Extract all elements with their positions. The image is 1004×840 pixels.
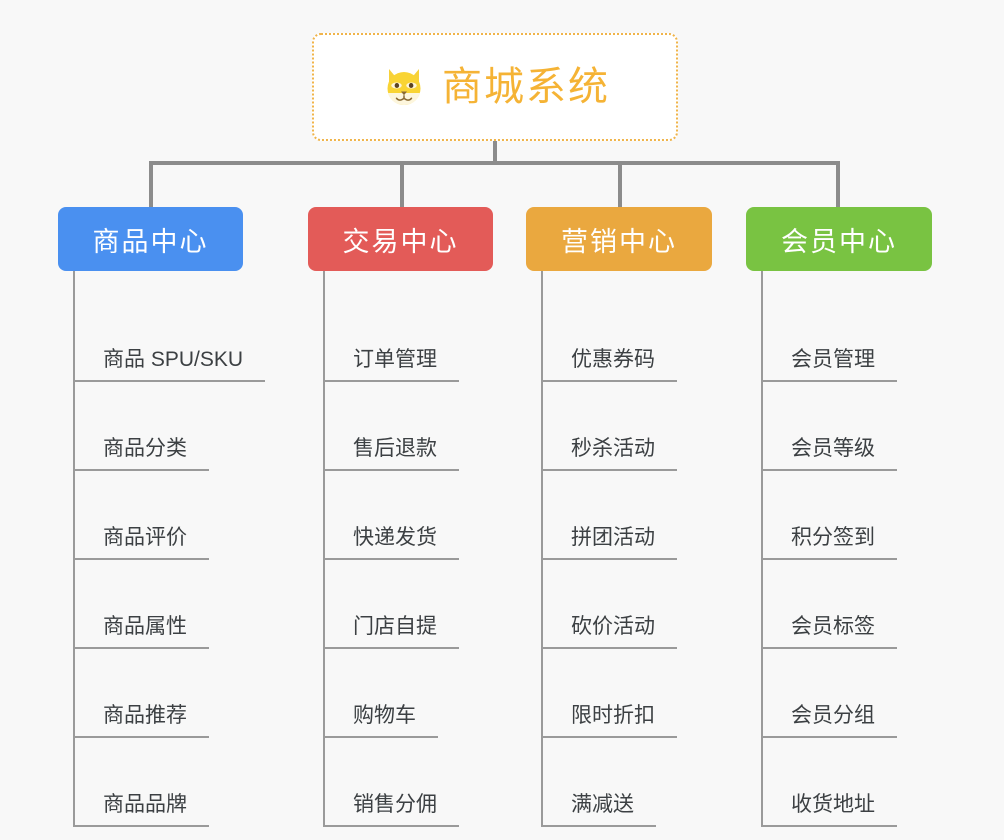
- list-item[interactable]: 拼团活动: [541, 471, 712, 560]
- branch-title: 营销中心: [561, 226, 677, 257]
- leaf-label: 砍价活动: [541, 616, 677, 649]
- connector-drop-product-center: [149, 161, 153, 209]
- branch-title: 会员中心: [781, 226, 897, 257]
- connector-drop-trade-center: [400, 161, 404, 209]
- leaf-label: 门店自提: [323, 616, 459, 649]
- branch-marketing-center: 营销中心 优惠券码 秒杀活动 拼团活动 砍价活动 限时折扣 满减送: [526, 207, 712, 827]
- leaf-label: 收货地址: [761, 794, 897, 827]
- leaf-label: 商品评价: [73, 527, 209, 560]
- leaf-label: 商品推荐: [73, 705, 209, 738]
- connector-root-stem: [493, 141, 497, 163]
- list-item[interactable]: 商品 SPU/SKU: [73, 293, 266, 382]
- leaf-label: 满减送: [541, 794, 656, 827]
- leaf-label: 售后退款: [323, 438, 459, 471]
- list-item[interactable]: 会员等级: [761, 382, 932, 471]
- list-item[interactable]: 会员标签: [761, 560, 932, 649]
- leaf-label: 优惠券码: [541, 349, 677, 382]
- list-item[interactable]: 快递发货: [323, 471, 493, 560]
- leaf-label: 会员标签: [761, 616, 897, 649]
- list-item[interactable]: 商品属性: [73, 560, 265, 649]
- root-title: 商城系统: [442, 65, 610, 109]
- list-item[interactable]: 优惠券码: [541, 293, 712, 382]
- branch-title: 商品中心: [92, 226, 209, 257]
- list-item[interactable]: 会员分组: [761, 649, 932, 738]
- list-item[interactable]: 订单管理: [323, 293, 493, 382]
- connector-drop-marketing-center: [618, 161, 622, 209]
- leaf-label: 拼团活动: [541, 527, 677, 560]
- leaf-label: 商品分类: [73, 438, 209, 471]
- list-item[interactable]: 会员管理: [761, 293, 932, 382]
- connector-horizontal-bus: [149, 161, 839, 165]
- branch-header-product-center[interactable]: 商品中心: [58, 207, 243, 271]
- branch-header-marketing-center[interactable]: 营销中心: [526, 207, 712, 271]
- list-item[interactable]: 商品评价: [73, 471, 265, 560]
- leaf-label: 商品 SPU/SKU: [73, 349, 266, 382]
- list-item[interactable]: 秒杀活动: [541, 382, 712, 471]
- leaf-label: 商品品牌: [73, 794, 209, 827]
- list-item[interactable]: 购物车: [323, 649, 493, 738]
- list-item[interactable]: 销售分佣: [323, 738, 493, 827]
- list-item[interactable]: 砍价活动: [541, 560, 712, 649]
- root-node[interactable]: 商城系统: [312, 33, 678, 141]
- list-item[interactable]: 积分签到: [761, 471, 932, 560]
- leaf-label: 会员等级: [761, 438, 897, 471]
- branch-trade-center: 交易中心 订单管理 售后退款 快递发货 门店自提 购物车 销售分佣: [308, 207, 493, 827]
- branch-member-center: 会员中心 会员管理 会员等级 积分签到 会员标签 会员分组 收货地址: [746, 207, 932, 827]
- list-item[interactable]: 满减送: [541, 738, 712, 827]
- branch-spine: [541, 271, 543, 827]
- branch-items-marketing-center: 优惠券码 秒杀活动 拼团活动 砍价活动 限时折扣 满减送: [541, 271, 712, 827]
- connector-drop-member-center: [836, 161, 840, 209]
- list-item[interactable]: 商品分类: [73, 382, 265, 471]
- list-item[interactable]: 商品推荐: [73, 649, 265, 738]
- branch-items-product-center: 商品 SPU/SKU 商品分类 商品评价 商品属性 商品推荐 商品品牌: [73, 271, 266, 827]
- leaf-label: 快递发货: [323, 527, 459, 560]
- branch-items-trade-center: 订单管理 售后退款 快递发货 门店自提 购物车 销售分佣: [323, 271, 493, 827]
- branch-title: 交易中心: [342, 226, 459, 257]
- branch-spine: [73, 271, 75, 827]
- branch-items-member-center: 会员管理 会员等级 积分签到 会员标签 会员分组 收货地址: [761, 271, 932, 827]
- branch-header-trade-center[interactable]: 交易中心: [308, 207, 493, 271]
- branch-spine: [761, 271, 763, 827]
- list-item[interactable]: 商品品牌: [73, 738, 265, 827]
- leaf-label: 订单管理: [323, 349, 459, 382]
- leaf-label: 商品属性: [73, 616, 209, 649]
- list-item[interactable]: 售后退款: [323, 382, 493, 471]
- leaf-label: 销售分佣: [323, 794, 459, 827]
- leaf-label: 会员分组: [761, 705, 897, 738]
- dog-face-icon: [387, 69, 421, 107]
- list-item[interactable]: 收货地址: [761, 738, 932, 827]
- leaf-label: 购物车: [323, 705, 438, 738]
- list-item[interactable]: 门店自提: [323, 560, 493, 649]
- list-item[interactable]: 限时折扣: [541, 649, 712, 738]
- branch-product-center: 商品中心 商品 SPU/SKU 商品分类 商品评价 商品属性 商品推荐 商品品牌: [58, 207, 266, 827]
- leaf-label: 会员管理: [761, 349, 897, 382]
- leaf-label: 积分签到: [761, 527, 897, 560]
- leaf-label: 限时折扣: [541, 705, 677, 738]
- branch-spine: [323, 271, 325, 827]
- branch-header-member-center[interactable]: 会员中心: [746, 207, 932, 271]
- leaf-label: 秒杀活动: [541, 438, 677, 471]
